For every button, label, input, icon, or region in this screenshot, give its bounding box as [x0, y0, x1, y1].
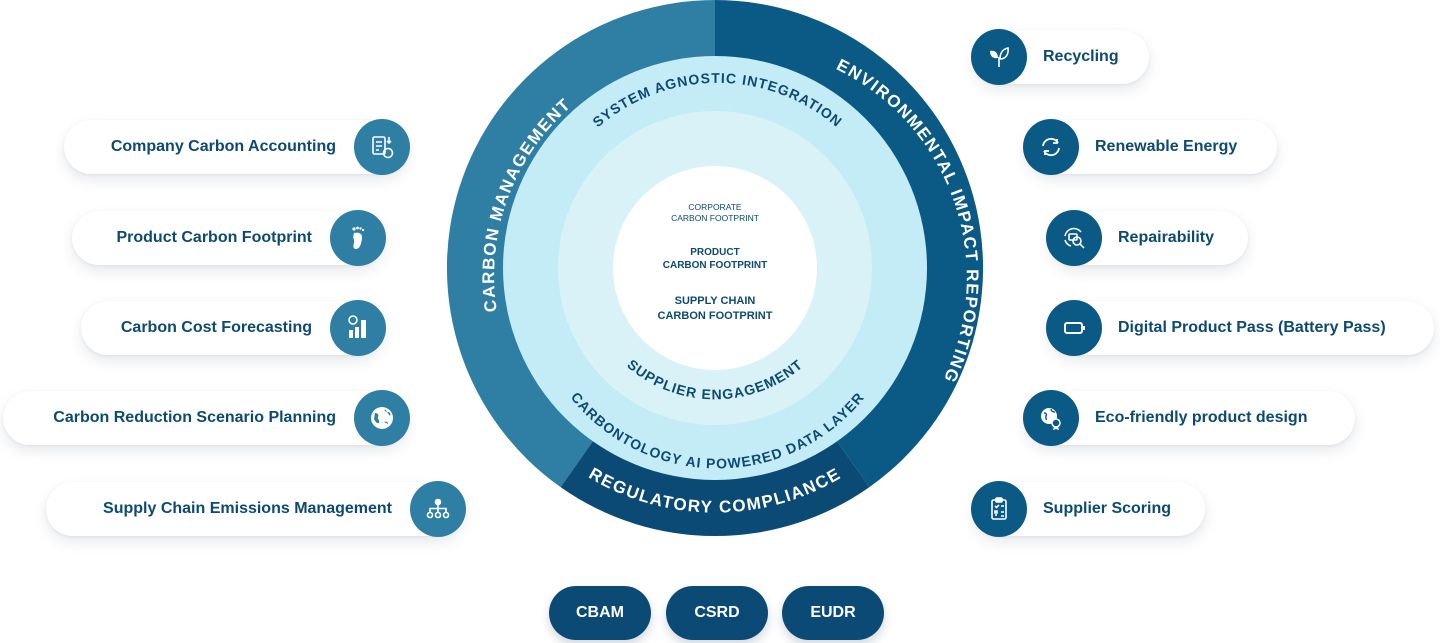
core-circle	[613, 166, 817, 370]
item-product-carbon-footprint[interactable]: Product Carbon Footprint	[72, 210, 386, 266]
item-renewable-energy[interactable]: Renewable Energy	[1023, 119, 1277, 175]
item-label: Carbon Reduction Scenario Planning	[53, 409, 336, 426]
item-repairability[interactable]: Repairability	[1046, 210, 1248, 266]
leaf-icon	[971, 29, 1027, 85]
item-company-carbon-accounting[interactable]: Company Carbon Accounting	[64, 119, 410, 175]
core-labels: CORPORATE CARBON FOOTPRINT PRODUCT CARBO…	[658, 202, 773, 322]
core-supply-line2: CARBON FOOTPRINT	[658, 310, 773, 322]
battery-icon	[1046, 300, 1102, 356]
item-label: Product Carbon Footprint	[116, 229, 312, 246]
item-supply-chain-emissions-management[interactable]: Supply Chain Emissions Management	[46, 481, 466, 537]
item-recycling[interactable]: Recycling	[971, 29, 1149, 85]
clipboard-eq-icon	[354, 119, 410, 175]
footprint-icon	[330, 210, 386, 266]
core-corporate-line2: CARBON FOOTPRINT	[671, 213, 759, 223]
core-product-line2: CARBON FOOTPRINT	[663, 260, 767, 271]
checklist-icon	[971, 481, 1027, 537]
regulation-eudr-button[interactable]: EUDR	[782, 586, 884, 640]
globe-icon	[354, 390, 410, 446]
hierarchy-icon	[410, 481, 466, 537]
core-corporate-line1: CORPORATE	[688, 202, 742, 212]
item-label: Renewable Energy	[1095, 138, 1238, 155]
item-carbon-cost-forecasting[interactable]: Carbon Cost Forecasting	[81, 300, 386, 356]
item-eco-friendly-product-design[interactable]: Eco-friendly product design	[1023, 390, 1355, 446]
regulation-csrd-button[interactable]: CSRD	[666, 586, 768, 640]
item-carbon-reduction-scenario-planning[interactable]: Carbon Reduction Scenario Planning	[3, 390, 410, 446]
item-label: Supply Chain Emissions Management	[103, 500, 392, 517]
item-label: Digital Product Pass (Battery Pass)	[1118, 319, 1386, 336]
item-label: Recycling	[1043, 48, 1119, 65]
item-label: Repairability	[1118, 229, 1215, 246]
item-digital-product-pass[interactable]: Digital Product Pass (Battery Pass)	[1046, 300, 1434, 356]
item-label: Supplier Scoring	[1043, 500, 1172, 517]
repair-search-icon	[1046, 210, 1102, 266]
core-product-line1: PRODUCT	[690, 247, 739, 258]
item-label: Company Carbon Accounting	[110, 138, 336, 155]
cycle-arrows-icon	[1023, 119, 1079, 175]
item-supplier-scoring[interactable]: Supplier Scoring	[971, 481, 1205, 537]
globe-award-icon	[1023, 390, 1079, 446]
cost-chart-icon	[330, 300, 386, 356]
regulation-cbam-button[interactable]: CBAM	[549, 586, 651, 640]
item-label: Carbon Cost Forecasting	[120, 319, 312, 336]
item-label: Eco-friendly product design	[1095, 409, 1308, 426]
core-supply-line1: SUPPLY CHAIN	[675, 295, 756, 307]
